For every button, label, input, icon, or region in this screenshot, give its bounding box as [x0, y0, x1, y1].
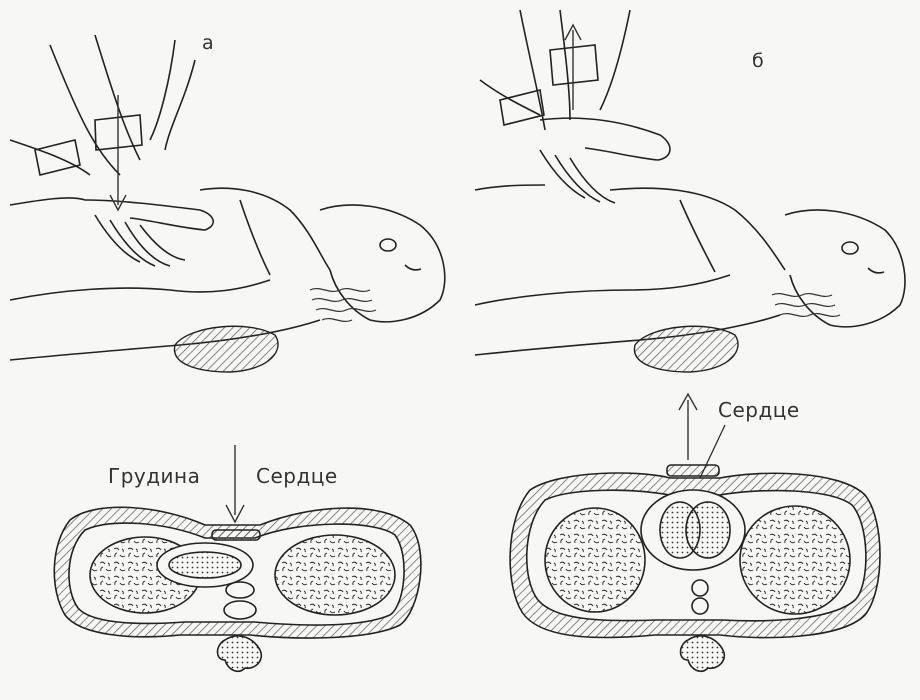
patient-figure-b	[475, 10, 905, 355]
panel-b-illustration	[460, 0, 920, 700]
panel-a-illustration	[0, 0, 460, 700]
label-heart-a: Сердце	[256, 466, 338, 486]
compression-arrow	[226, 445, 244, 522]
chest-cross-section-b	[510, 425, 880, 671]
press-arrow-hands	[110, 95, 126, 210]
panel-letter-a: а	[202, 34, 214, 53]
release-arrow-hands	[565, 25, 581, 110]
support-pad	[174, 326, 278, 372]
panel-b: б Сердце	[460, 0, 920, 700]
release-arrow	[679, 394, 697, 460]
patient-figure	[10, 35, 445, 360]
label-sternum: Грудина	[108, 466, 200, 486]
label-heart-b: Сердце	[718, 400, 800, 420]
panel-a: а Грудина Сердце	[0, 0, 460, 700]
chest-cross-section	[54, 507, 421, 671]
support-pad-b	[634, 326, 738, 372]
panel-letter-b: б	[752, 52, 764, 71]
hair-shading-b	[772, 294, 840, 317]
hair-shading	[310, 289, 376, 322]
